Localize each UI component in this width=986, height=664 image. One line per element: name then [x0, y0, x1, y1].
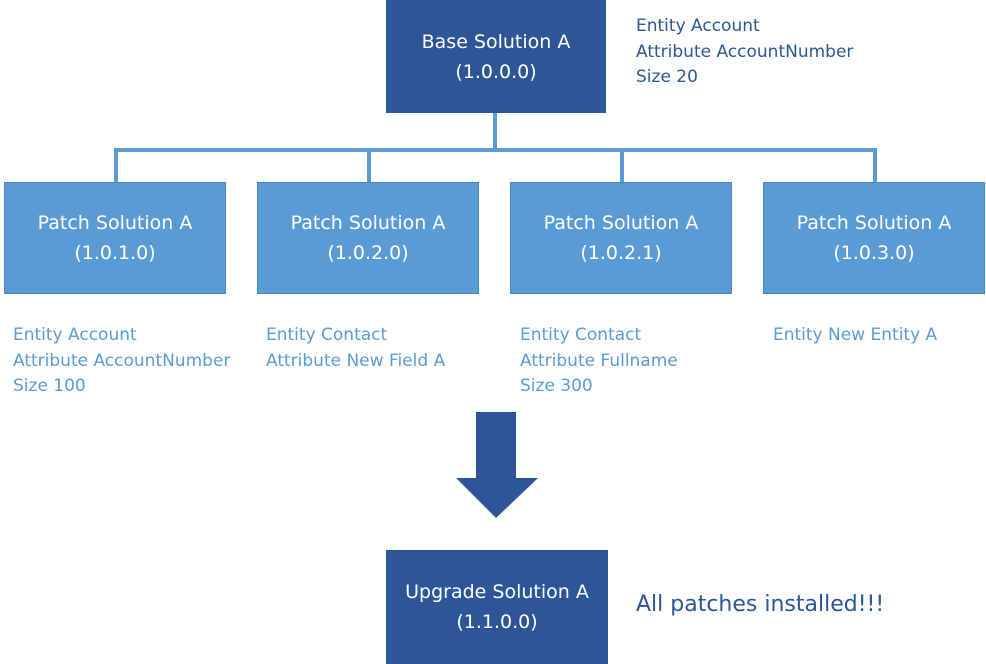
patch-title: Patch Solution A — [290, 212, 446, 234]
note-line: Entity Account — [636, 16, 760, 36]
patch-version: (1.0.3.0) — [833, 242, 915, 264]
patch-note-1: Entity Account Attribute AccountNumber S… — [13, 323, 230, 400]
base-solution-note: Entity Account Attribute AccountNumber S… — [636, 14, 853, 91]
patch-version: (1.0.2.0) — [327, 242, 409, 264]
base-solution-version: (1.0.0.0) — [455, 60, 537, 83]
note-line: Entity Contact — [520, 325, 642, 345]
base-solution-title: Base Solution A — [421, 30, 571, 53]
upgrade-solution-title: Upgrade Solution A — [405, 581, 589, 603]
patch-box-2: Patch Solution A (1.0.2.0) — [257, 182, 479, 294]
patch-title: Patch Solution A — [37, 212, 193, 234]
patch-title: Patch Solution A — [796, 212, 952, 234]
note-line: Entity New Entity A — [773, 325, 938, 345]
note-line: Size 300 — [520, 376, 593, 396]
patch-title: Patch Solution A — [543, 212, 699, 234]
note-line: Size 100 — [13, 376, 86, 396]
note-line: Size 20 — [636, 67, 698, 87]
patch-note-4: Entity New Entity A — [773, 323, 937, 349]
patch-box-1: Patch Solution A (1.0.1.0) — [4, 182, 226, 294]
patch-version: (1.0.2.1) — [580, 242, 662, 264]
upgrade-solution-box: Upgrade Solution A (1.1.0.0) — [386, 550, 608, 664]
note-line: Entity Contact — [266, 325, 388, 345]
note-line: Attribute Fullname — [520, 350, 678, 371]
patch-version: (1.0.1.0) — [74, 242, 156, 264]
patch-note-3: Entity Contact Attribute Fullname Size 3… — [520, 323, 678, 400]
upgrade-solution-version: (1.1.0.0) — [456, 611, 538, 633]
patch-note-2: Entity Contact Attribute New Field A — [266, 323, 445, 374]
down-arrow — [456, 412, 538, 518]
patch-box-4: Patch Solution A (1.0.3.0) — [763, 182, 985, 294]
base-solution-box: Base Solution A (1.0.0.0) — [386, 0, 606, 113]
note-line: Entity Account — [13, 325, 137, 345]
note-line: Attribute AccountNumber — [636, 41, 854, 62]
note-line: Attribute AccountNumber — [13, 350, 231, 371]
upgrade-note: All patches installed!!! — [636, 592, 885, 617]
note-line: Attribute New Field A — [266, 350, 446, 371]
patch-box-3: Patch Solution A (1.0.2.1) — [510, 182, 732, 294]
